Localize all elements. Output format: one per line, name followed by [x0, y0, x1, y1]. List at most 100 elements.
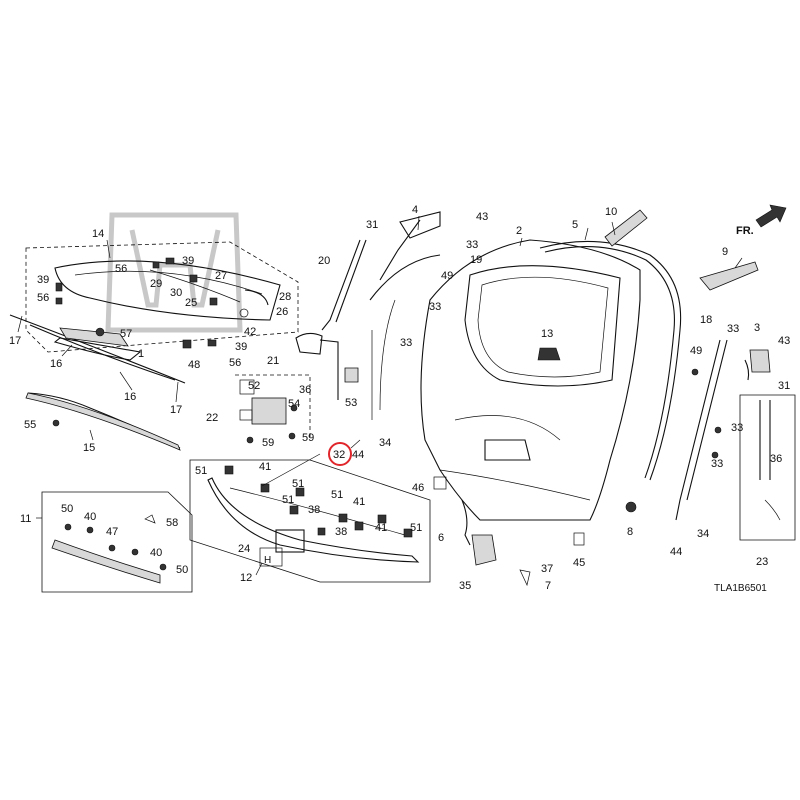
callout-37: 37	[541, 563, 553, 575]
callout-10: 10	[605, 206, 617, 218]
callout-32: 32	[333, 449, 345, 461]
callout-31a: 31	[366, 219, 378, 231]
callout-33e: 33	[731, 422, 743, 434]
callout-56c: 56	[229, 357, 241, 369]
callout-7: 7	[545, 580, 551, 592]
weatherstrip-5	[539, 240, 682, 481]
lower-garnish-15	[25, 392, 181, 451]
callout-41c: 41	[375, 522, 387, 534]
callout-44b: 44	[670, 546, 682, 558]
callout-17a: 17	[9, 335, 21, 347]
callout-46: 46	[412, 482, 424, 494]
tailgate-panel	[369, 239, 641, 521]
callout-36b: 36	[770, 453, 782, 465]
callout-21: 21	[267, 355, 279, 367]
brand-watermark	[105, 212, 243, 333]
callout-23: 23	[756, 556, 768, 568]
license-light-group	[41, 491, 193, 593]
strut-and-hinge-left	[295, 211, 441, 400]
callout-19: 19	[470, 254, 482, 266]
callout-51c: 51	[331, 489, 343, 501]
callout-25: 25	[185, 297, 197, 309]
tailgate-garnish-group: H	[189, 459, 431, 583]
diagram-code: TLA1B6501	[714, 583, 767, 594]
callout-56b: 56	[37, 292, 49, 304]
callout-50b: 50	[176, 564, 188, 576]
callout-53: 53	[345, 397, 357, 409]
callout-58: 58	[166, 517, 178, 529]
callout-51d: 51	[410, 522, 422, 534]
callout-18: 18	[700, 314, 712, 326]
highlight-ring	[328, 442, 352, 466]
callout-11: 11	[20, 513, 31, 525]
callout-44a: 44	[352, 449, 364, 461]
callout-34a: 34	[379, 437, 391, 449]
callout-1: 1	[138, 348, 144, 360]
callout-56a: 56	[115, 263, 127, 275]
garnish-strips	[9, 314, 186, 384]
handle-13	[537, 347, 561, 361]
callout-16a: 16	[50, 358, 62, 370]
camera-bracket-group	[235, 374, 311, 444]
callout-48: 48	[188, 359, 200, 371]
callout-labels: 1 2 3 4 5 6 7 8 9 10 11 12 13 14 15 16 1…	[9, 204, 790, 594]
callout-16b: 16	[124, 391, 136, 403]
callout-33c: 33	[400, 337, 412, 349]
callout-14: 14	[92, 228, 104, 240]
callout-9: 9	[722, 246, 728, 258]
callout-27: 27	[215, 270, 227, 282]
spoiler-assembly	[25, 241, 299, 353]
callout-55: 55	[24, 419, 36, 431]
callout-59b: 59	[262, 437, 274, 449]
callout-5: 5	[572, 219, 578, 231]
callout-49b: 49	[690, 345, 702, 357]
callout-41a: 41	[259, 461, 271, 473]
strut-group-right	[604, 209, 796, 541]
callout-22: 22	[206, 412, 218, 424]
callout-4: 4	[412, 204, 418, 216]
callout-40b: 40	[150, 547, 162, 559]
callout-17b: 17	[170, 404, 182, 416]
callout-43a: 43	[476, 211, 488, 223]
callout-54: 54	[288, 398, 300, 410]
callout-43b: 43	[778, 335, 790, 347]
callout-12: 12	[240, 572, 252, 584]
direction-label: FR.	[736, 225, 754, 237]
callout-33b: 33	[429, 301, 441, 313]
callout-42: 42	[244, 326, 256, 338]
callout-41b: 41	[353, 496, 365, 508]
callout-34b: 34	[697, 528, 709, 540]
brand-emblem-mark: H	[264, 555, 271, 566]
callout-28: 28	[279, 291, 291, 303]
callout-49a: 49	[441, 270, 453, 282]
callout-24: 24	[238, 543, 250, 555]
callout-30: 30	[170, 287, 182, 299]
callout-33d: 33	[727, 323, 739, 335]
callout-36a: 36	[299, 384, 311, 396]
callout-2: 2	[516, 225, 522, 237]
callout-15: 15	[83, 442, 95, 454]
callout-33a: 33	[466, 239, 478, 251]
callout-35: 35	[459, 580, 471, 592]
leader-lines	[17, 215, 743, 576]
callout-47: 47	[106, 526, 118, 538]
callout-50a: 50	[61, 503, 73, 515]
callout-45: 45	[573, 557, 585, 569]
callout-57: 57	[120, 328, 132, 340]
callout-6: 6	[438, 532, 444, 544]
callout-51a: 51	[195, 465, 207, 477]
callout-26: 26	[276, 306, 288, 318]
callout-39a: 39	[37, 274, 49, 286]
callout-31b: 31	[778, 380, 790, 392]
callout-20: 20	[318, 255, 330, 267]
callout-39b: 39	[182, 255, 194, 267]
callout-3: 3	[754, 322, 760, 334]
callout-8: 8	[627, 526, 633, 538]
callout-13: 13	[541, 328, 553, 340]
callout-38b: 38	[335, 526, 347, 538]
callout-38a: 38	[308, 504, 320, 516]
callout-59a: 59	[302, 432, 314, 444]
callout-29: 29	[150, 278, 162, 290]
latch-6	[433, 476, 637, 587]
